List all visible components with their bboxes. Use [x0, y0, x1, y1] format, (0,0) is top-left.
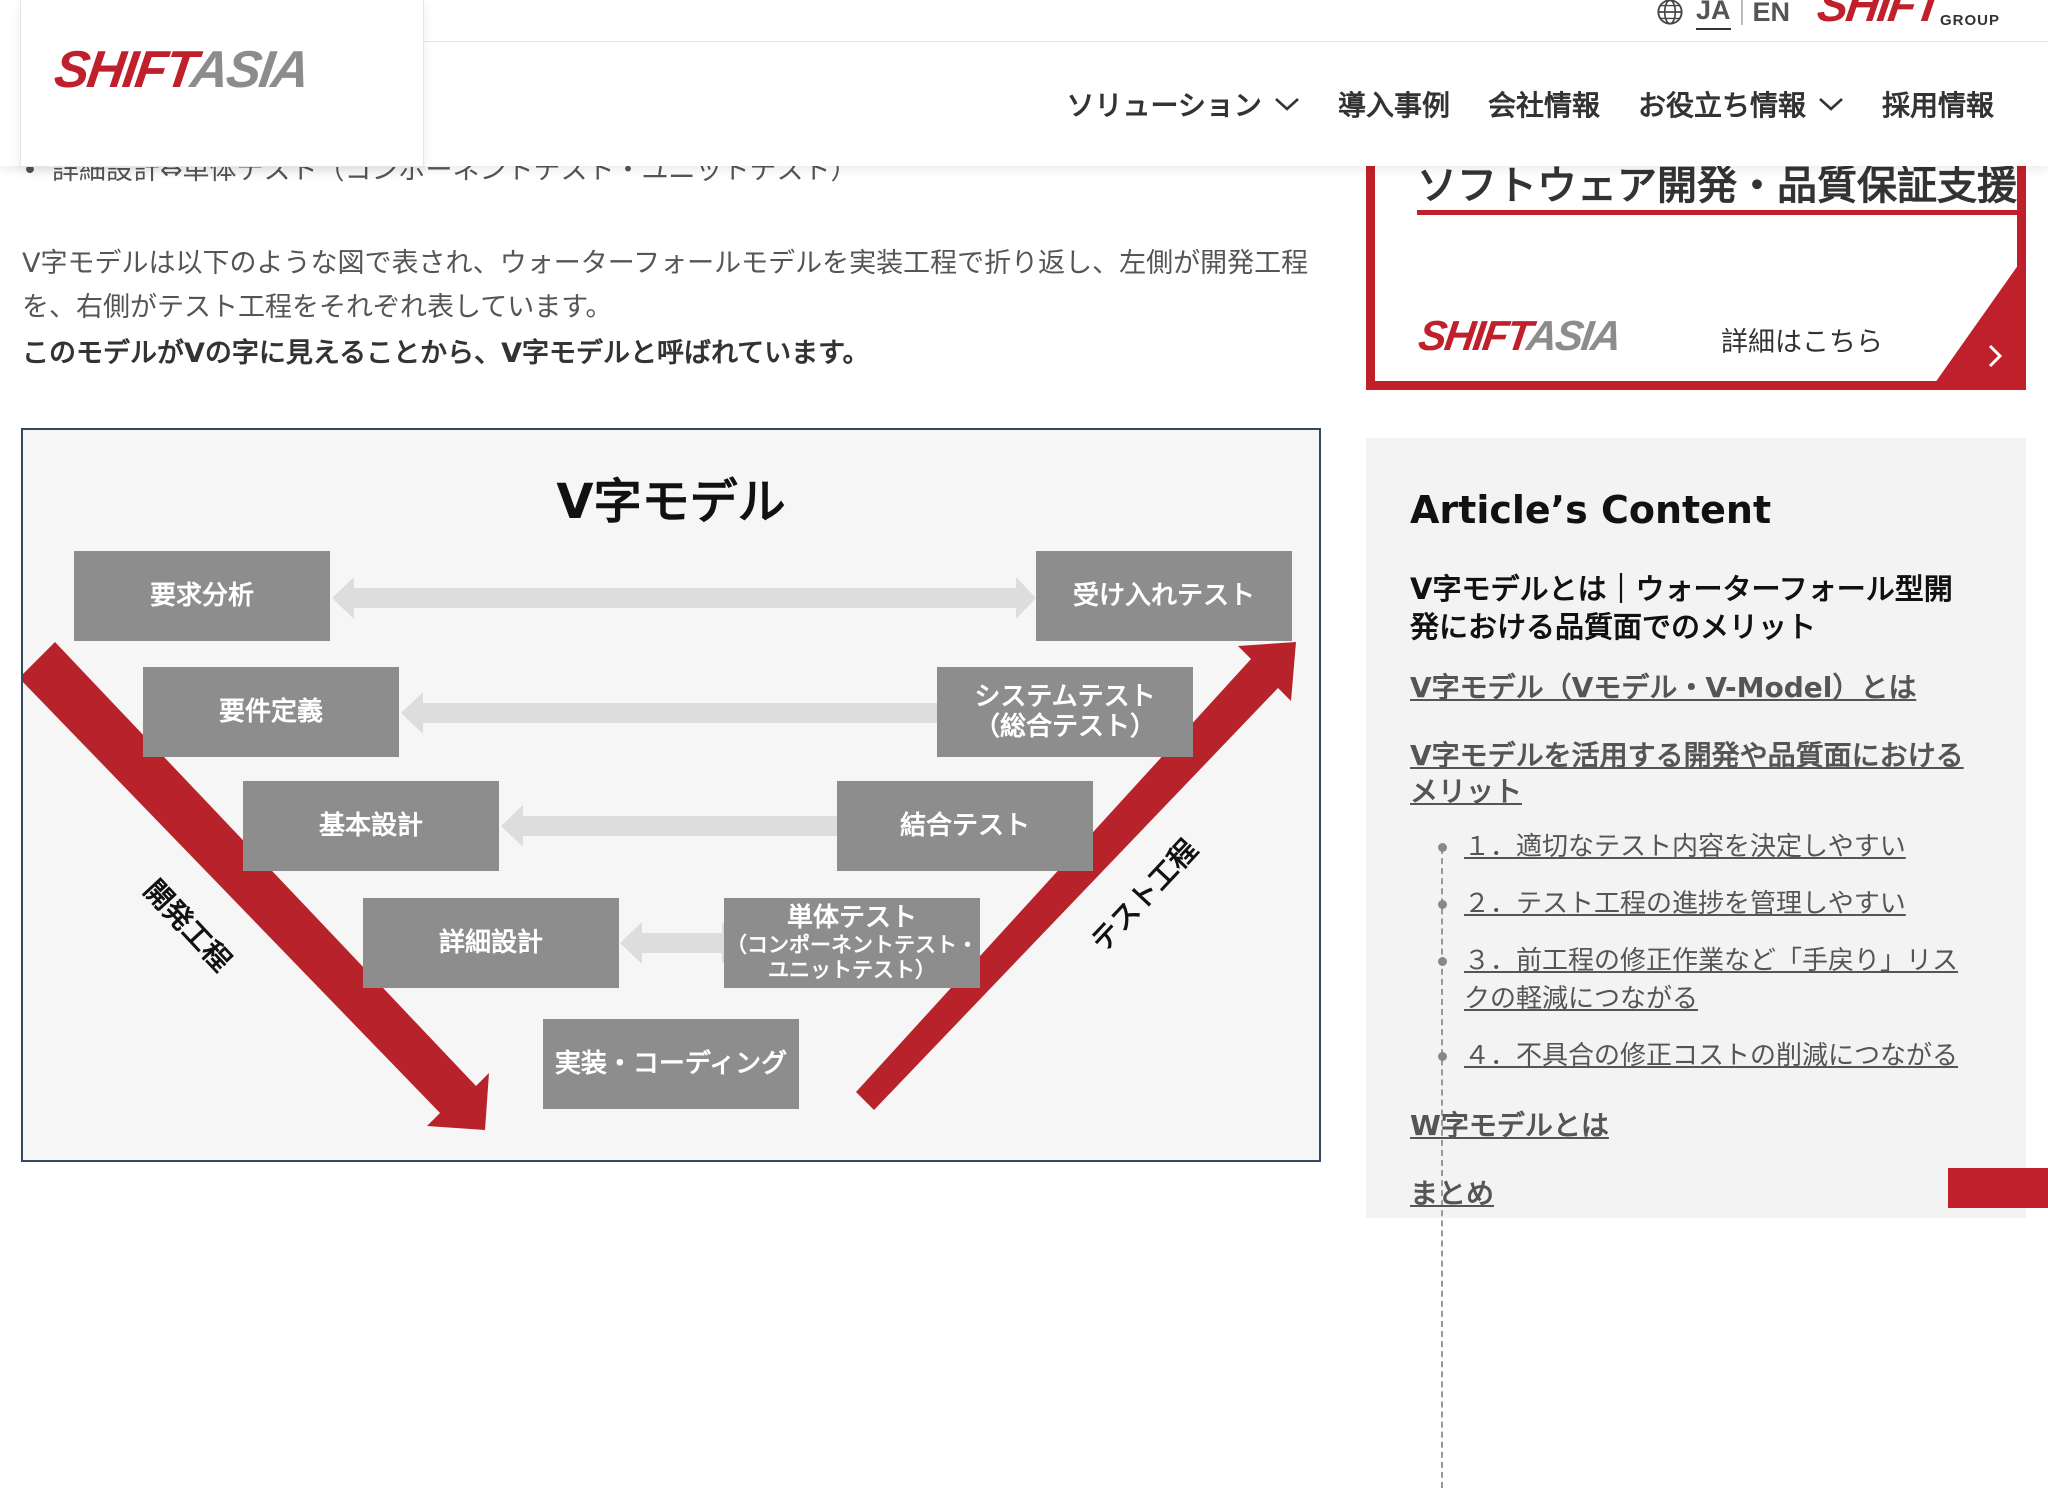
- language-switcher: JA EN: [1656, 0, 1790, 30]
- shift-group-logo-word: SHIFT: [1814, 0, 1945, 31]
- toc-sub-4[interactable]: ４．不具合の修正コストの削減につながる: [1464, 1041, 1959, 1071]
- banner-cta[interactable]: 詳細はこちら: [1721, 327, 1883, 358]
- connector-arrow-3: [501, 805, 859, 847]
- v-model-arrows: [23, 577, 1296, 1130]
- globe-icon: [1657, 0, 1683, 25]
- toc-dashed-line: [1441, 848, 1443, 1488]
- box-implementation: 実装・コーディング: [543, 1019, 799, 1109]
- box-detailed-design: 詳細設計: [363, 898, 619, 988]
- main-nav: ソリューション 導入事例 会社情報 お役立ち情報 採用情報: [1028, 84, 1994, 124]
- nav-solutions[interactable]: ソリューション: [1066, 84, 1299, 124]
- group-logo-sub: GROUP: [1940, 12, 2001, 29]
- toc-sub-1[interactable]: １．適切なテスト内容を決定しやすい: [1464, 832, 1906, 862]
- development-arrow: [23, 642, 489, 1130]
- lang-ja-link[interactable]: JA: [1696, 0, 1731, 30]
- toc-item-title[interactable]: V字モデルとは｜ウォーターフォール型開発における品質面でのメリット: [1410, 572, 1953, 644]
- banner-logo-shift: SHIFT: [1415, 312, 1531, 359]
- toc-bullet: [1438, 843, 1447, 852]
- box-label: 単体テスト: [786, 903, 917, 933]
- box-sublabel: （総合テスト）: [973, 712, 1156, 742]
- box-sublabel: （コンポーネントテスト・: [726, 933, 978, 957]
- v-model-figure: V字モデル 要求分析 受け入れテスト 要件定義 システムテスト （総合テスト） …: [21, 428, 1321, 1162]
- lang-en-link[interactable]: EN: [1752, 0, 1791, 27]
- logo-box: SHIFTASIA: [20, 0, 424, 167]
- article-paragraph-bold: このモデルがVの字に見えることから、V字モデルと呼ばれています。: [22, 338, 870, 369]
- banner-logo-asia: ASIA: [1523, 312, 1623, 359]
- lang-separator: [1740, 0, 1743, 25]
- table-of-contents: Article’s Content V字モデルとは｜ウォーターフォール型開発にお…: [1366, 438, 2026, 1488]
- box-label: 要件定義: [218, 697, 323, 727]
- figure-title: V字モデル: [556, 474, 786, 530]
- box-sublabel: ユニットテスト）: [768, 958, 936, 982]
- site-header: JA EN SHIFT GROUP ソリューション 導入事例 会社情報 お役立ち…: [0, 0, 2048, 167]
- nav-resources-label: お役立ち情報: [1637, 89, 1806, 122]
- test-arrow: [856, 642, 1296, 1110]
- article-paragraph: V字モデルは以下のような図で表され、ウォーターフォールモデルを実装工程で折り返し…: [22, 248, 1309, 323]
- box-requirements-definition: 要件定義: [143, 667, 399, 757]
- toc-bullet: [1438, 900, 1447, 909]
- logo-part-asia: ASIA: [187, 41, 312, 99]
- nav-company-label: 会社情報: [1487, 89, 1600, 122]
- scroll-top-button[interactable]: [1948, 1168, 2048, 1208]
- box-requirements-analysis: 要求分析: [74, 551, 330, 641]
- box-label: システムテスト: [974, 682, 1156, 712]
- shift-group-logo[interactable]: SHIFT: [1814, 0, 1944, 32]
- nav-company[interactable]: 会社情報: [1488, 84, 1600, 124]
- chevron-down-icon: [1819, 98, 1843, 111]
- nav-careers[interactable]: 採用情報: [1882, 84, 1994, 124]
- box-integration-test: 結合テスト: [837, 781, 1093, 871]
- connector-arrow-1: [332, 577, 1036, 619]
- connector-arrow-4: [620, 922, 744, 964]
- toc-sub-3[interactable]: ３．前工程の修正作業など「手戻り」リスクの軽減につながる: [1464, 946, 1959, 1014]
- toc-heading: Article’s Content: [1410, 488, 1772, 532]
- nav-careers-label: 採用情報: [1881, 89, 1994, 122]
- nav-case-studies-label: 導入事例: [1337, 89, 1450, 122]
- toc-bullet: [1438, 957, 1447, 966]
- shiftasia-logo[interactable]: SHIFTASIA: [51, 40, 312, 100]
- box-acceptance-test: 受け入れテスト: [1036, 551, 1292, 641]
- toc-link-summary[interactable]: まとめ: [1410, 1177, 1495, 1210]
- box-basic-design: 基本設計: [243, 781, 499, 871]
- banner-logo: SHIFTASIA: [1416, 312, 1623, 360]
- connector-arrow-2: [401, 692, 959, 734]
- header-divider: [422, 41, 2048, 42]
- chevron-down-icon: [1275, 98, 1299, 111]
- toc-link-w-model[interactable]: W字モデルとは: [1410, 1109, 1609, 1142]
- nav-solutions-label: ソリューション: [1066, 89, 1262, 122]
- box-label: 基本設計: [318, 811, 423, 841]
- box-label: 要求分析: [149, 581, 254, 611]
- banner-title: ソフトウェア開発・品質保証支援: [1417, 162, 2017, 215]
- service-banner[interactable]: ソフトウェア開発・品質保証支援 SHIFTASIA 詳細はこちら: [1366, 140, 2026, 390]
- toc-link-v-model[interactable]: V字モデル（Vモデル・V-Model）とは: [1410, 671, 1917, 704]
- toc-link-benefits[interactable]: V字モデルを活用する開発や品質面におけるメリット: [1410, 739, 1964, 808]
- nav-case-studies[interactable]: 導入事例: [1338, 84, 1450, 124]
- box-unit-test: 単体テスト （コンポーネントテスト・ ユニットテスト）: [724, 898, 980, 988]
- toc-sub-2[interactable]: ２．テスト工程の進捗を管理しやすい: [1464, 889, 1906, 919]
- box-label: 詳細設計: [438, 928, 543, 958]
- box-system-test: システムテスト （総合テスト）: [937, 667, 1193, 757]
- nav-resources[interactable]: お役立ち情報: [1638, 84, 1844, 124]
- chevron-right-icon[interactable]: [1930, 254, 2026, 390]
- box-label: 実装・コーディング: [554, 1049, 788, 1079]
- toc-bullet: [1438, 1052, 1447, 1061]
- box-label: 受け入れテスト: [1072, 581, 1255, 611]
- logo-part-shift: SHIFT: [50, 41, 196, 99]
- box-label: 結合テスト: [899, 811, 1030, 841]
